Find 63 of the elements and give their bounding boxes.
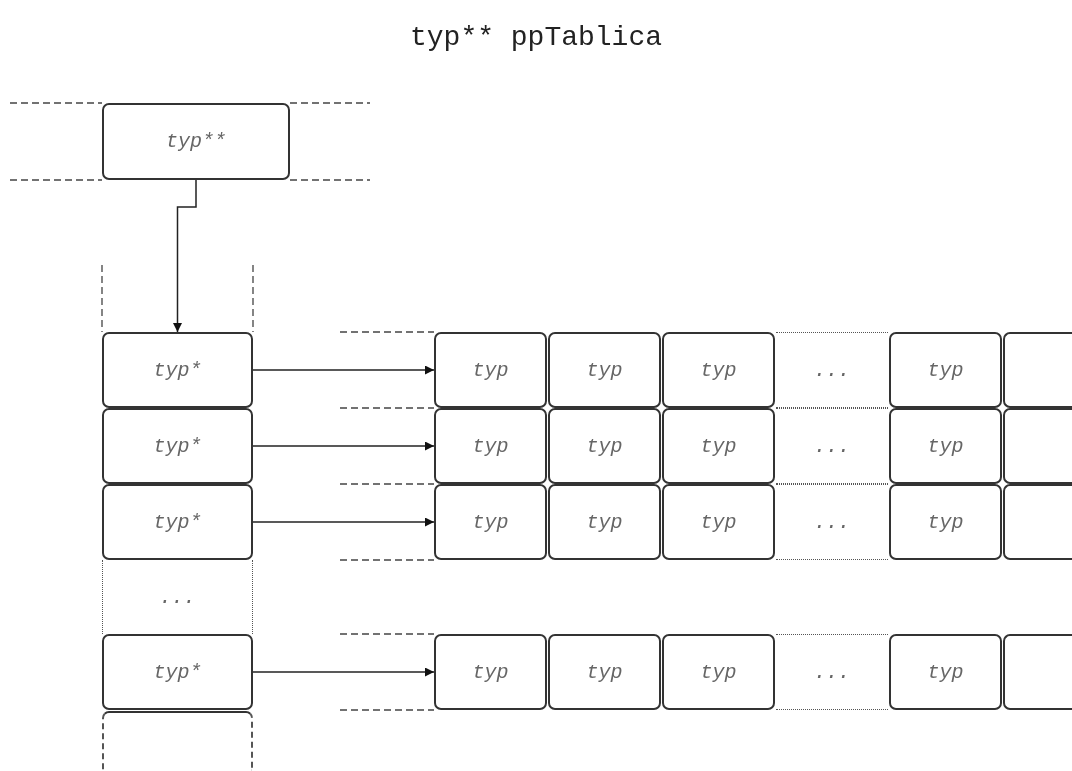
cell-box [102, 332, 253, 408]
cell-text: typ [586, 660, 623, 684]
empty-box [1003, 634, 1072, 710]
cell-text: typ [700, 510, 737, 534]
cell-text: typ [927, 358, 964, 382]
cell-box [102, 484, 253, 560]
cell-box [662, 634, 775, 710]
cell-box [889, 332, 1002, 408]
cell-box [548, 484, 661, 560]
cell-box [662, 408, 775, 484]
diagram-title: typ** ppTablica [408, 22, 663, 53]
cell-box [889, 484, 1002, 560]
ellipsis-cell [776, 484, 888, 560]
cell-text: typ [927, 660, 964, 684]
cell-text: typ [700, 434, 737, 458]
cell-box [548, 408, 661, 484]
cell-box [662, 484, 775, 560]
cell-box [434, 332, 547, 408]
cell-box [102, 634, 253, 710]
cell-text: ... [814, 434, 850, 458]
cell-text: typ [927, 510, 964, 534]
cell-box [548, 634, 661, 710]
cell-text: typ [586, 434, 623, 458]
cell-text: typ [472, 510, 509, 534]
arrow [252, 365, 435, 375]
cell-text: typ [472, 358, 509, 382]
cell-text: typ* [153, 510, 202, 534]
cell-box [434, 408, 547, 484]
cell-text: typ [700, 358, 737, 382]
cell-text: ... [814, 510, 850, 534]
cell-box [548, 332, 661, 408]
cell-box [889, 634, 1002, 710]
ellipsis-cell [102, 560, 253, 634]
cell-text: typ [586, 358, 623, 382]
arrow [252, 441, 435, 451]
cell-text: ... [814, 660, 850, 684]
cell-text: typ [586, 510, 623, 534]
arrow [173, 179, 197, 333]
cell-box [102, 103, 290, 180]
cell-box [662, 332, 775, 408]
cell-text: typ** [166, 130, 226, 153]
cell-box [889, 408, 1002, 484]
ellipsis-cell [776, 332, 888, 408]
empty-box [1003, 408, 1072, 484]
empty-box [1003, 332, 1072, 408]
arrow [252, 667, 435, 677]
cell-text: typ* [153, 358, 202, 382]
arrow [252, 517, 435, 527]
empty-box [1003, 484, 1072, 560]
ellipsis-cell [776, 408, 888, 484]
cell-text: typ [700, 660, 737, 684]
empty-box [102, 711, 253, 771]
ellipsis-cell [776, 634, 888, 710]
cell-text: ... [159, 585, 196, 609]
cell-text: typ [472, 660, 509, 684]
cell-box [102, 408, 253, 484]
cell-text: typ [927, 434, 964, 458]
cell-box [434, 634, 547, 710]
cell-box [434, 484, 547, 560]
cell-text: typ [472, 434, 509, 458]
cell-text: ... [814, 358, 850, 382]
cell-text: typ* [153, 660, 202, 684]
cell-text: typ* [153, 434, 202, 458]
